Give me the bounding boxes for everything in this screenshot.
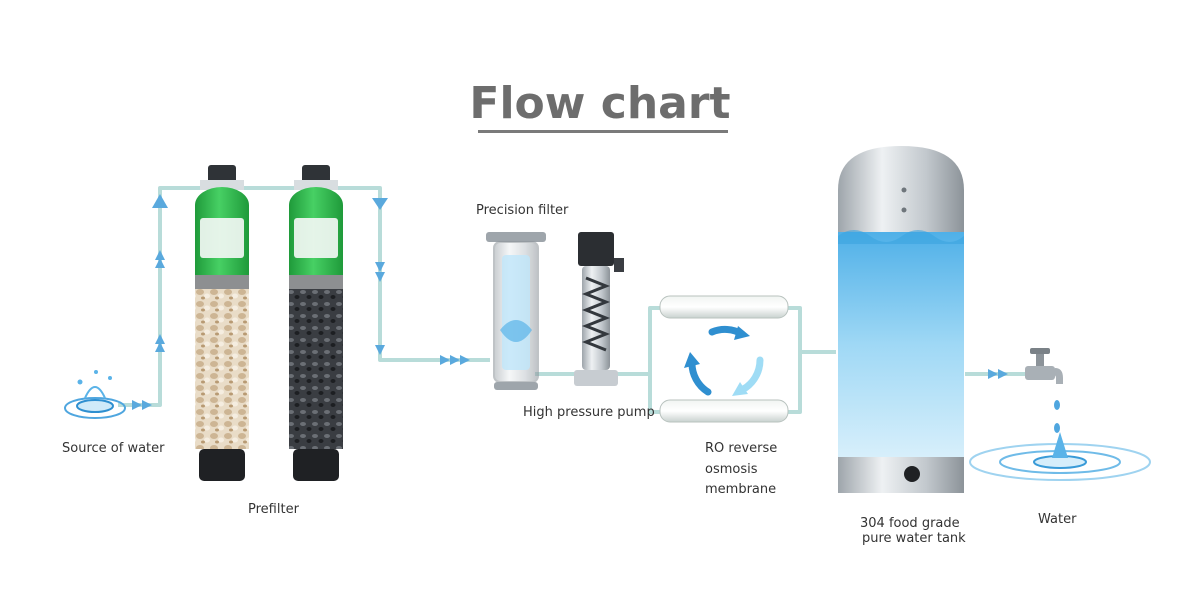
pure-water-tank <box>838 146 964 493</box>
page-title: Flow chart <box>469 78 731 129</box>
label-tank-line2: pure water tank <box>862 531 966 546</box>
precision-filter <box>486 232 546 390</box>
label-ro-line1: RO reverse <box>705 441 778 456</box>
water-splash-icon <box>64 370 126 419</box>
label-source-of-water: Source of water <box>62 441 165 456</box>
ro-membranes <box>659 295 789 423</box>
label-tank-line1: 304 food grade <box>860 516 960 531</box>
label-ro-line2: osmosis <box>705 462 758 477</box>
label-high-pressure-pump: High pressure pump <box>523 405 655 420</box>
title-underline <box>478 130 728 133</box>
high-pressure-pump <box>574 232 624 386</box>
faucet-icon <box>1025 348 1063 384</box>
outlet-water-splash <box>969 400 1151 481</box>
label-precision-filter: Precision filter <box>476 203 569 218</box>
prefilter-tank-sand <box>195 165 249 481</box>
prefilter-tank-carbon <box>289 165 343 481</box>
label-prefilter: Prefilter <box>248 502 299 517</box>
cycle-arrows-icon <box>684 325 764 396</box>
flow-arrows <box>132 194 1008 410</box>
label-ro-line3: membrane <box>705 482 777 497</box>
label-water: Water <box>1038 512 1077 527</box>
